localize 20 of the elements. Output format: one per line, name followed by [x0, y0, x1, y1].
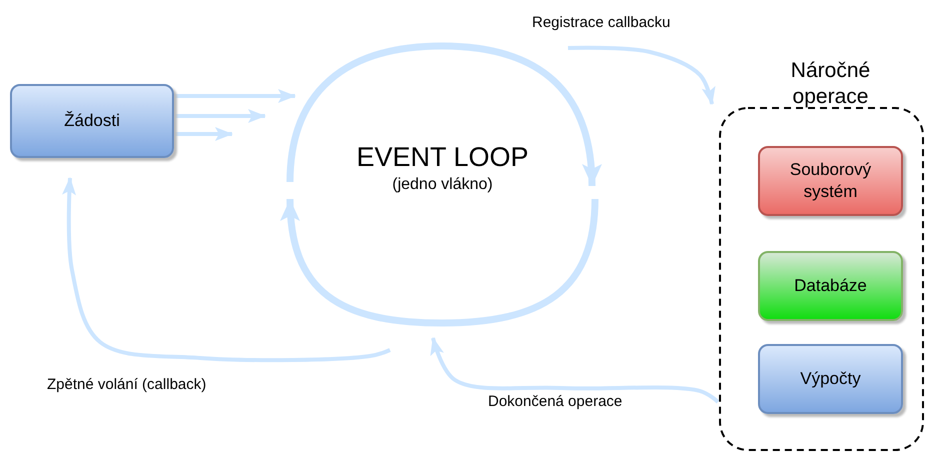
arrow	[62, 177, 391, 362]
group-heading: Náročné operace	[790, 58, 872, 110]
edge-label: Zpětné volání (callback)	[45, 376, 208, 393]
arrow	[174, 109, 266, 123]
loop-title: EVENT LOOP	[355, 142, 530, 173]
arrow	[174, 89, 296, 103]
edge-label: Registrace callbacku	[530, 14, 672, 31]
box-label: Databáze	[793, 274, 868, 297]
arrow	[430, 337, 720, 404]
box-label: Žádosti	[63, 110, 121, 132]
edge-label: Dokončená operace	[486, 393, 624, 410]
box-label: Souborový systém	[788, 158, 872, 203]
arrow	[568, 46, 716, 105]
process-box	[758, 344, 903, 414]
arrow	[174, 127, 233, 141]
process-box	[10, 84, 174, 158]
process-box	[758, 146, 903, 216]
loop-subtitle: (jedno vlákno)	[391, 176, 494, 194]
process-box	[758, 251, 903, 321]
box-label: Výpočty	[799, 368, 862, 390]
